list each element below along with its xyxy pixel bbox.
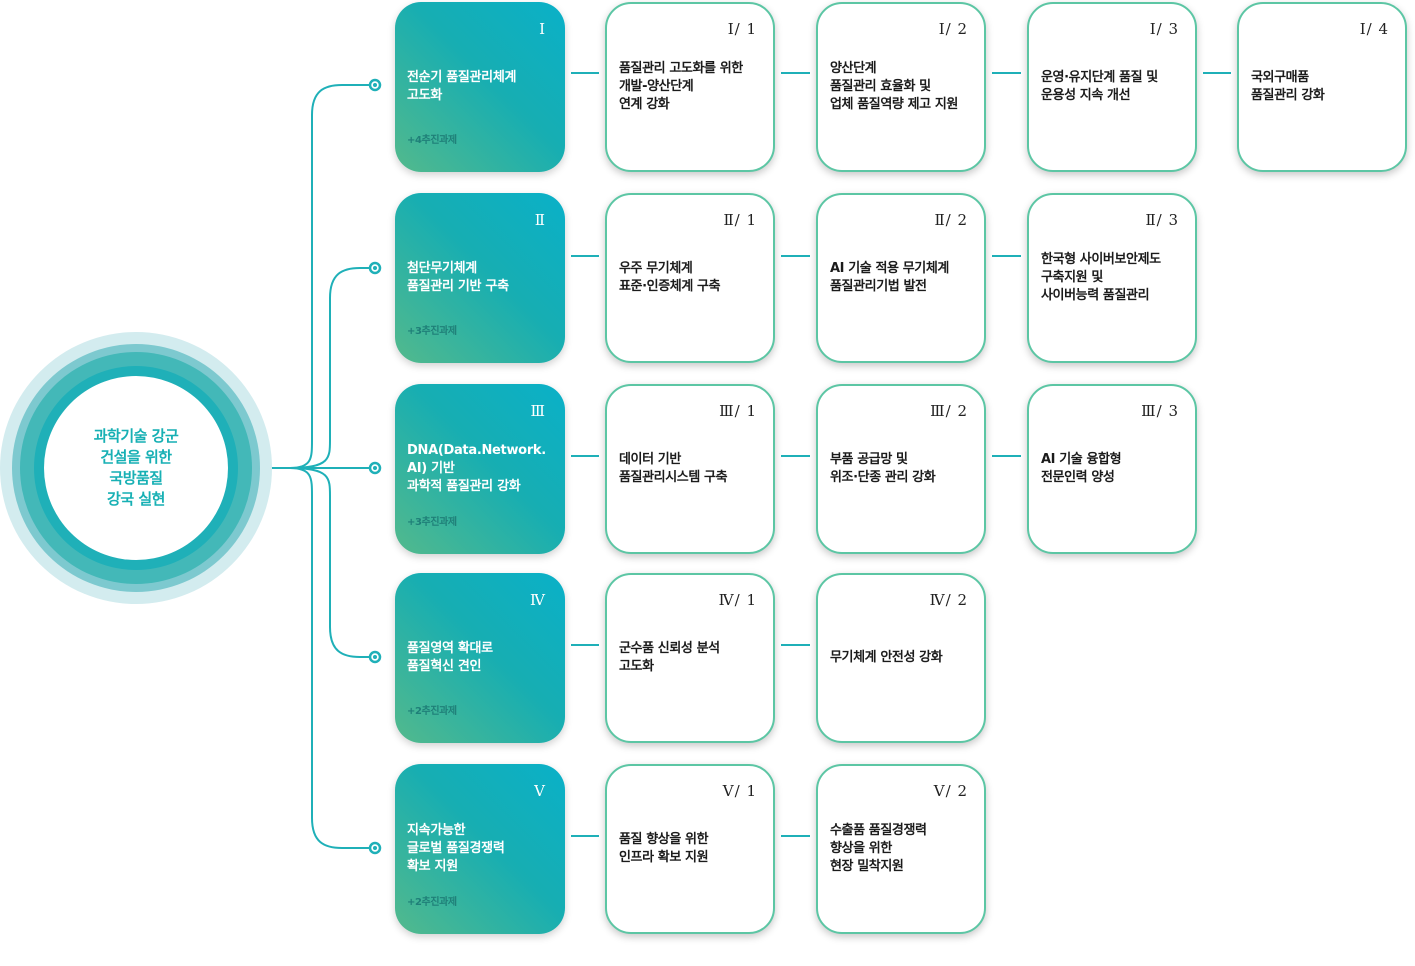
task-card-2-1[interactable]: Ⅱ/ 1 우주 무기체계 표준·인증체계 구축 [605,193,775,363]
task-title: AI 기술 적용 무기체계 품질관리기법 발전 [830,261,949,294]
task-code: Ⅳ/ 2 [929,591,968,609]
task-card-3-2[interactable]: Ⅲ/ 2 부품 공급망 및 위조·단종 관리 강화 [816,384,986,554]
task-title: AI 기술 융합형 전문인력 양성 [1041,452,1122,485]
task-title: 데이터 기반 품질관리시스템 구축 [619,452,728,485]
task-code: Ⅳ/ 1 [718,591,757,609]
branch-node-3-center [373,466,377,470]
strategy-title: 품질영역 확대로 품질혁신 견인 [407,641,493,674]
task-card-3-1[interactable]: Ⅲ/ 1 데이터 기반 품질관리시스템 구축 [605,384,775,554]
strategy-numeral: Ⅲ [530,402,545,420]
strategy-card-1[interactable]: Ⅰ 전순기 품질관리체계 고도화 +4추진과제 [395,2,565,172]
task-title: 국외구매품 품질관리 강화 [1251,70,1325,103]
task-title: 부품 공급망 및 위조·단종 관리 강화 [830,452,936,485]
task-title: 우주 무기체계 표준·인증체계 구축 [619,261,721,294]
task-card-3-3[interactable]: Ⅲ/ 3 AI 기술 융합형 전문인력 양성 [1027,384,1197,554]
branch-line-1 [289,84,375,469]
hub-core: 과학기술 강군 건설을 위한 국방품질 강국 실현 [44,376,228,560]
task-card-1-3[interactable]: Ⅰ/ 3 운영·유지단계 품질 및 운용성 지속 개선 [1027,2,1197,172]
strategy-card-3[interactable]: Ⅲ DNA(Data.Network. AI) 기반 과학적 품질관리 강화 +… [395,384,565,554]
branch-node-4-center [373,655,377,659]
task-code: Ⅰ/ 1 [727,20,757,38]
task-title: 품질관리 고도화를 위한 개발-양산단계 연계 강화 [619,61,743,112]
task-card-5-1[interactable]: Ⅴ/ 1 품질 향상을 위한 인프라 확보 지원 [605,764,775,934]
task-code: Ⅱ/ 2 [934,211,968,229]
strategy-title: 첨단무기체계 품질관리 기반 구축 [407,261,509,294]
task-card-1-2[interactable]: Ⅰ/ 2 양산단계 품질관리 효율화 및 업체 품질역량 제고 지원 [816,2,986,172]
task-code: Ⅲ/ 2 [930,402,968,420]
task-card-5-2[interactable]: Ⅴ/ 2 수출품 품질경쟁력 향상을 위한 현장 밀착지원 [816,764,986,934]
strategy-numeral: Ⅳ [530,591,545,609]
task-count-label: +3추진과제 [407,326,457,337]
strategy-card-2[interactable]: Ⅱ 첨단무기체계 품질관리 기반 구축 +3추진과제 [395,193,565,363]
task-code: Ⅴ/ 2 [933,782,968,800]
task-code: Ⅰ/ 3 [1149,20,1179,38]
branch-line-2 [289,267,375,469]
strategy-numeral: Ⅱ [534,211,545,229]
task-title: 운영·유지단계 품질 및 운용성 지속 개선 [1041,70,1158,103]
task-title: 군수품 신뢰성 분석 고도화 [619,641,720,674]
task-code: Ⅲ/ 3 [1141,402,1179,420]
strategy-numeral: Ⅴ [534,782,545,800]
task-code: Ⅲ/ 1 [719,402,757,420]
strategy-numeral: Ⅰ [539,20,545,38]
branch-node-1-center [373,83,377,87]
branch-node-2-center [373,266,377,270]
task-title: 수출품 품질경쟁력 향상을 위한 현장 밀착지원 [830,823,927,874]
branch-line-5 [289,467,375,849]
task-count-label: +4추진과제 [407,135,457,146]
task-title: 무기체계 안전성 강화 [830,650,943,665]
task-title: 양산단계 품질관리 효율화 및 업체 품질역량 제고 지원 [830,61,958,112]
task-card-4-2[interactable]: Ⅳ/ 2 무기체계 안전성 강화 [816,573,986,743]
task-card-2-3[interactable]: Ⅱ/ 3 한국형 사이버보안제도 구축지원 및 사이버능력 품질관리 [1027,193,1197,363]
task-code: Ⅰ/ 4 [1359,20,1389,38]
hub-title: 과학기술 강군 건설을 위한 국방품질 강국 실현 [93,427,179,508]
task-card-4-1[interactable]: Ⅳ/ 1 군수품 신뢰성 분석 고도화 [605,573,775,743]
task-count-label: +3추진과제 [407,517,457,528]
task-code: Ⅱ/ 3 [1145,211,1179,229]
task-code: Ⅴ/ 1 [722,782,757,800]
task-count-label: +2추진과제 [407,706,457,717]
task-count-label: +2추진과제 [407,897,457,908]
strategy-card-5[interactable]: Ⅴ 지속가능한 글로벌 품질경쟁력 확보 지원 +2추진과제 [395,764,565,934]
strategy-card-4[interactable]: Ⅳ 품질영역 확대로 품질혁신 견인 +2추진과제 [395,573,565,743]
strategy-title: 지속가능한 글로벌 품질경쟁력 확보 지원 [407,823,505,874]
task-card-1-4[interactable]: Ⅰ/ 4 국외구매품 품질관리 강화 [1237,2,1407,172]
branch-node-5-center [373,846,377,850]
task-code: Ⅱ/ 1 [723,211,757,229]
task-title: 품질 향상을 위한 인프라 확보 지원 [619,832,709,865]
strategy-title: DNA(Data.Network. AI) 기반 과학적 품질관리 강화 [407,443,546,494]
branch-line-4 [289,467,375,658]
task-code: Ⅰ/ 2 [938,20,968,38]
task-card-1-1[interactable]: Ⅰ/ 1 품질관리 고도화를 위한 개발-양산단계 연계 강화 [605,2,775,172]
task-card-2-2[interactable]: Ⅱ/ 2 AI 기술 적용 무기체계 품질관리기법 발전 [816,193,986,363]
task-title: 한국형 사이버보안제도 구축지원 및 사이버능력 품질관리 [1041,252,1161,303]
central-goal-circle: 과학기술 강군 건설을 위한 국방품질 강국 실현 [0,332,272,604]
strategy-title: 전순기 품질관리체계 고도화 [407,70,517,103]
